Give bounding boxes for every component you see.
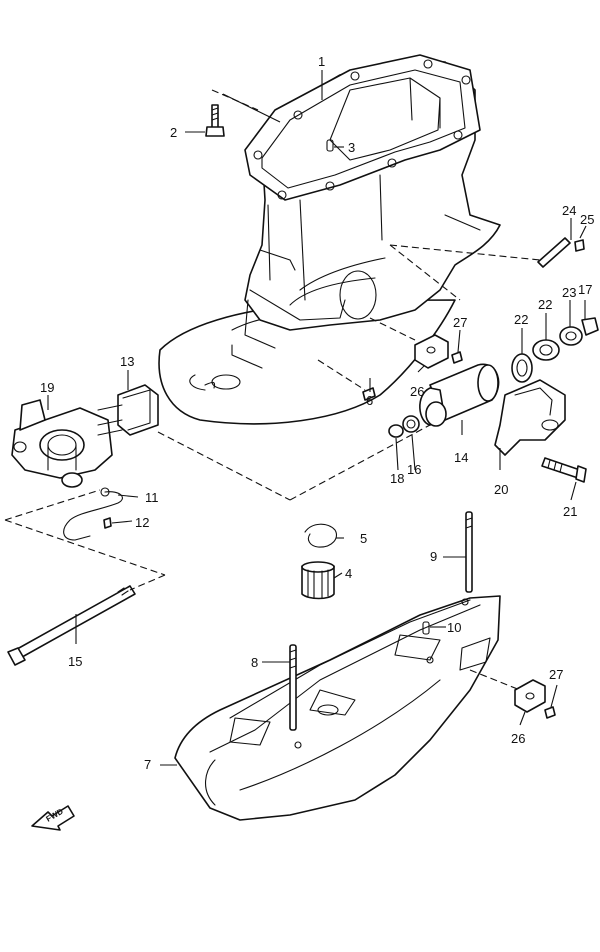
callout-27-upper: 27 — [453, 315, 467, 330]
callout-10: 10 — [447, 620, 461, 635]
callout-24: 24 — [562, 203, 576, 218]
long-rod — [7, 585, 136, 666]
callout-22-right: 22 — [538, 297, 552, 312]
callout-13: 13 — [120, 354, 134, 369]
callout-25: 25 — [580, 212, 594, 227]
callout-14: 14 — [454, 450, 468, 465]
bushing-parts — [301, 523, 337, 600]
callout-12: 12 — [135, 515, 149, 530]
callout-21: 21 — [563, 504, 577, 519]
mount-lever — [494, 379, 587, 483]
callout-11: 11 — [145, 490, 159, 505]
rubber-block — [97, 384, 159, 436]
callout-3: 3 — [348, 140, 355, 155]
swivel-clamp — [11, 399, 113, 488]
callout-8: 8 — [251, 655, 258, 670]
ground-wire — [63, 487, 123, 541]
callout-19: 19 — [40, 380, 54, 395]
plate-upper — [414, 334, 463, 369]
callout-4: 4 — [345, 566, 352, 581]
drive-shaft-housing — [158, 54, 501, 425]
leader-lines — [4, 70, 587, 766]
callout-20: 20 — [494, 482, 508, 497]
callout-22-left: 22 — [514, 312, 528, 327]
callout-16: 16 — [407, 462, 421, 477]
callout-2: 2 — [170, 125, 177, 140]
callout-17: 17 — [578, 282, 592, 297]
callout-18: 18 — [390, 471, 404, 486]
callout-labels: 1 2 3 4 5 6 7 8 9 10 11 12 13 14 15 16 1… — [40, 54, 594, 772]
callout-26-upper: 26 — [410, 384, 424, 399]
housing-bolt — [205, 104, 225, 137]
callout-23: 23 — [562, 285, 576, 300]
callout-5: 5 — [360, 531, 367, 546]
callout-26-lower: 26 — [511, 731, 525, 746]
callout-27-lower: 27 — [549, 667, 563, 682]
fwd-arrow-icon: FWD — [31, 805, 75, 831]
callout-7: 7 — [144, 757, 151, 772]
plate-lower — [514, 679, 556, 719]
lower-cover — [174, 511, 501, 821]
pin-parts — [537, 237, 585, 268]
callout-1: 1 — [318, 54, 325, 69]
callout-6: 6 — [366, 393, 373, 408]
callout-15: 15 — [68, 654, 82, 669]
callout-9: 9 — [430, 549, 437, 564]
